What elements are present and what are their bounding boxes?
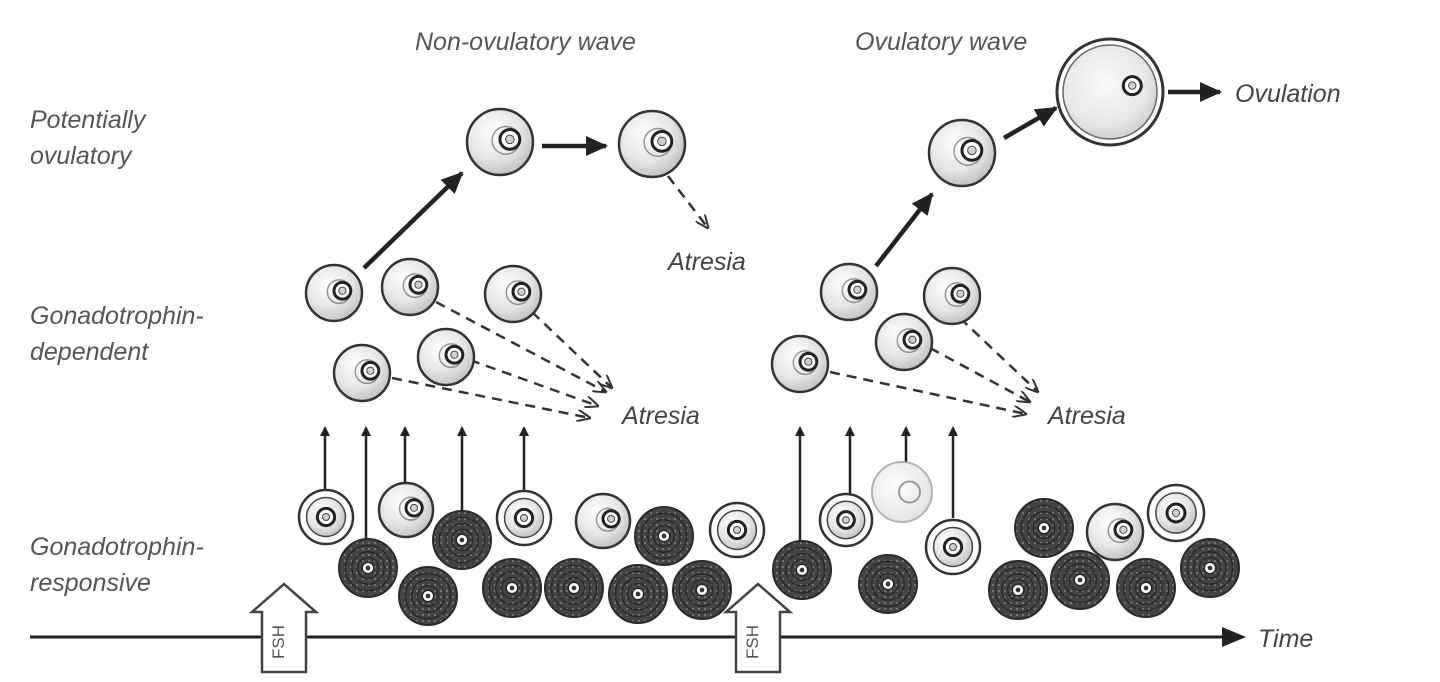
fsh-label-2: FSH [743,625,762,659]
stage-label-line: responsive [30,569,151,597]
time-axis-label: Time [1258,625,1314,653]
atresia-label-wave2: Atresia [1048,402,1126,430]
follicle-preovulatory [1055,37,1165,147]
atresia-label-dominant: Atresia [668,248,746,276]
follicle [483,264,543,324]
time-axis-arrowhead [1222,627,1246,647]
non-ovulatory-wave-title: Non-ovulatory wave [415,28,636,56]
follicle-dark [672,560,732,620]
follicle-dark [772,540,832,600]
atresia-arrow [435,300,606,392]
fsh-arrow-2: FSH [722,582,794,674]
follicle [574,492,632,550]
atresia-arrows [391,175,1038,418]
follicle-ringed [1146,483,1206,543]
follicle-dark [988,560,1048,620]
stage-label-potentially-ovulatory: Potentially ovulatory [30,102,290,174]
stage-label-gonadotrophin-responsive: Gonadotrophin- responsive [30,529,290,601]
atresia-arrow [391,376,590,418]
follicle [1085,502,1145,562]
follicle-ringed [495,489,553,547]
atresia-arrow [829,370,1026,414]
follicle-ringed [924,518,982,576]
follicle-dark [634,506,694,566]
follicle-dominant [617,109,687,179]
ovulation-label: Ovulation [1235,80,1341,108]
atresia-arrow [959,317,1038,392]
ovulatory-wave-title: Ovulatory wave [855,28,1028,56]
follicle-dark [544,558,604,618]
follicle-dark [1180,538,1240,598]
selection-arrow [362,171,464,270]
fsh-label-1: FSH [269,625,288,659]
stage-label-line: Gonadotrophin- [30,302,204,330]
stage-label-line: Potentially [30,106,146,134]
follicle [304,263,364,323]
follicle-dark [858,554,918,614]
follicle-dark [1116,558,1176,618]
follicle [874,312,934,372]
follicle-dark [482,558,542,618]
follicle-dark [338,538,398,598]
follicle-ringed [708,501,766,559]
follicle-ringed [297,488,355,546]
selection-arrow [874,192,934,268]
follicle-dark [608,564,668,624]
recruitment-arrows [320,426,958,542]
follicle-selected [465,107,535,177]
atresia-arrow [531,311,612,388]
selection-arrows [362,82,1222,270]
atresia-arrow [929,346,1030,402]
follicle [770,334,830,394]
stage-label-line: dependent [30,338,149,366]
stage-label-line: ovulatory [30,142,132,170]
follicle [377,481,435,539]
follicle [922,266,982,326]
atresia-arrow [667,175,708,228]
growth-arrow [1002,106,1058,140]
follicle [380,257,440,317]
follicles [297,37,1240,626]
follicle-dark [1050,550,1110,610]
follicle [332,343,392,403]
follicle-faded [871,461,933,523]
follicle [416,327,476,387]
follicle-ringed [818,492,874,548]
follicle-selected [927,118,997,188]
follicle-dark [1014,498,1074,558]
fsh-arrow-1: FSH [248,582,320,674]
stage-label-gonadotrophin-dependent: Gonadotrophin- dependent [30,298,290,370]
atresia-label-wave1: Atresia [622,402,700,430]
stage-label-line: Gonadotrophin- [30,533,204,561]
atresia-arrow [469,358,598,406]
follicle [819,262,879,322]
follicle-dark [432,510,492,570]
follicle-dark [398,566,458,626]
